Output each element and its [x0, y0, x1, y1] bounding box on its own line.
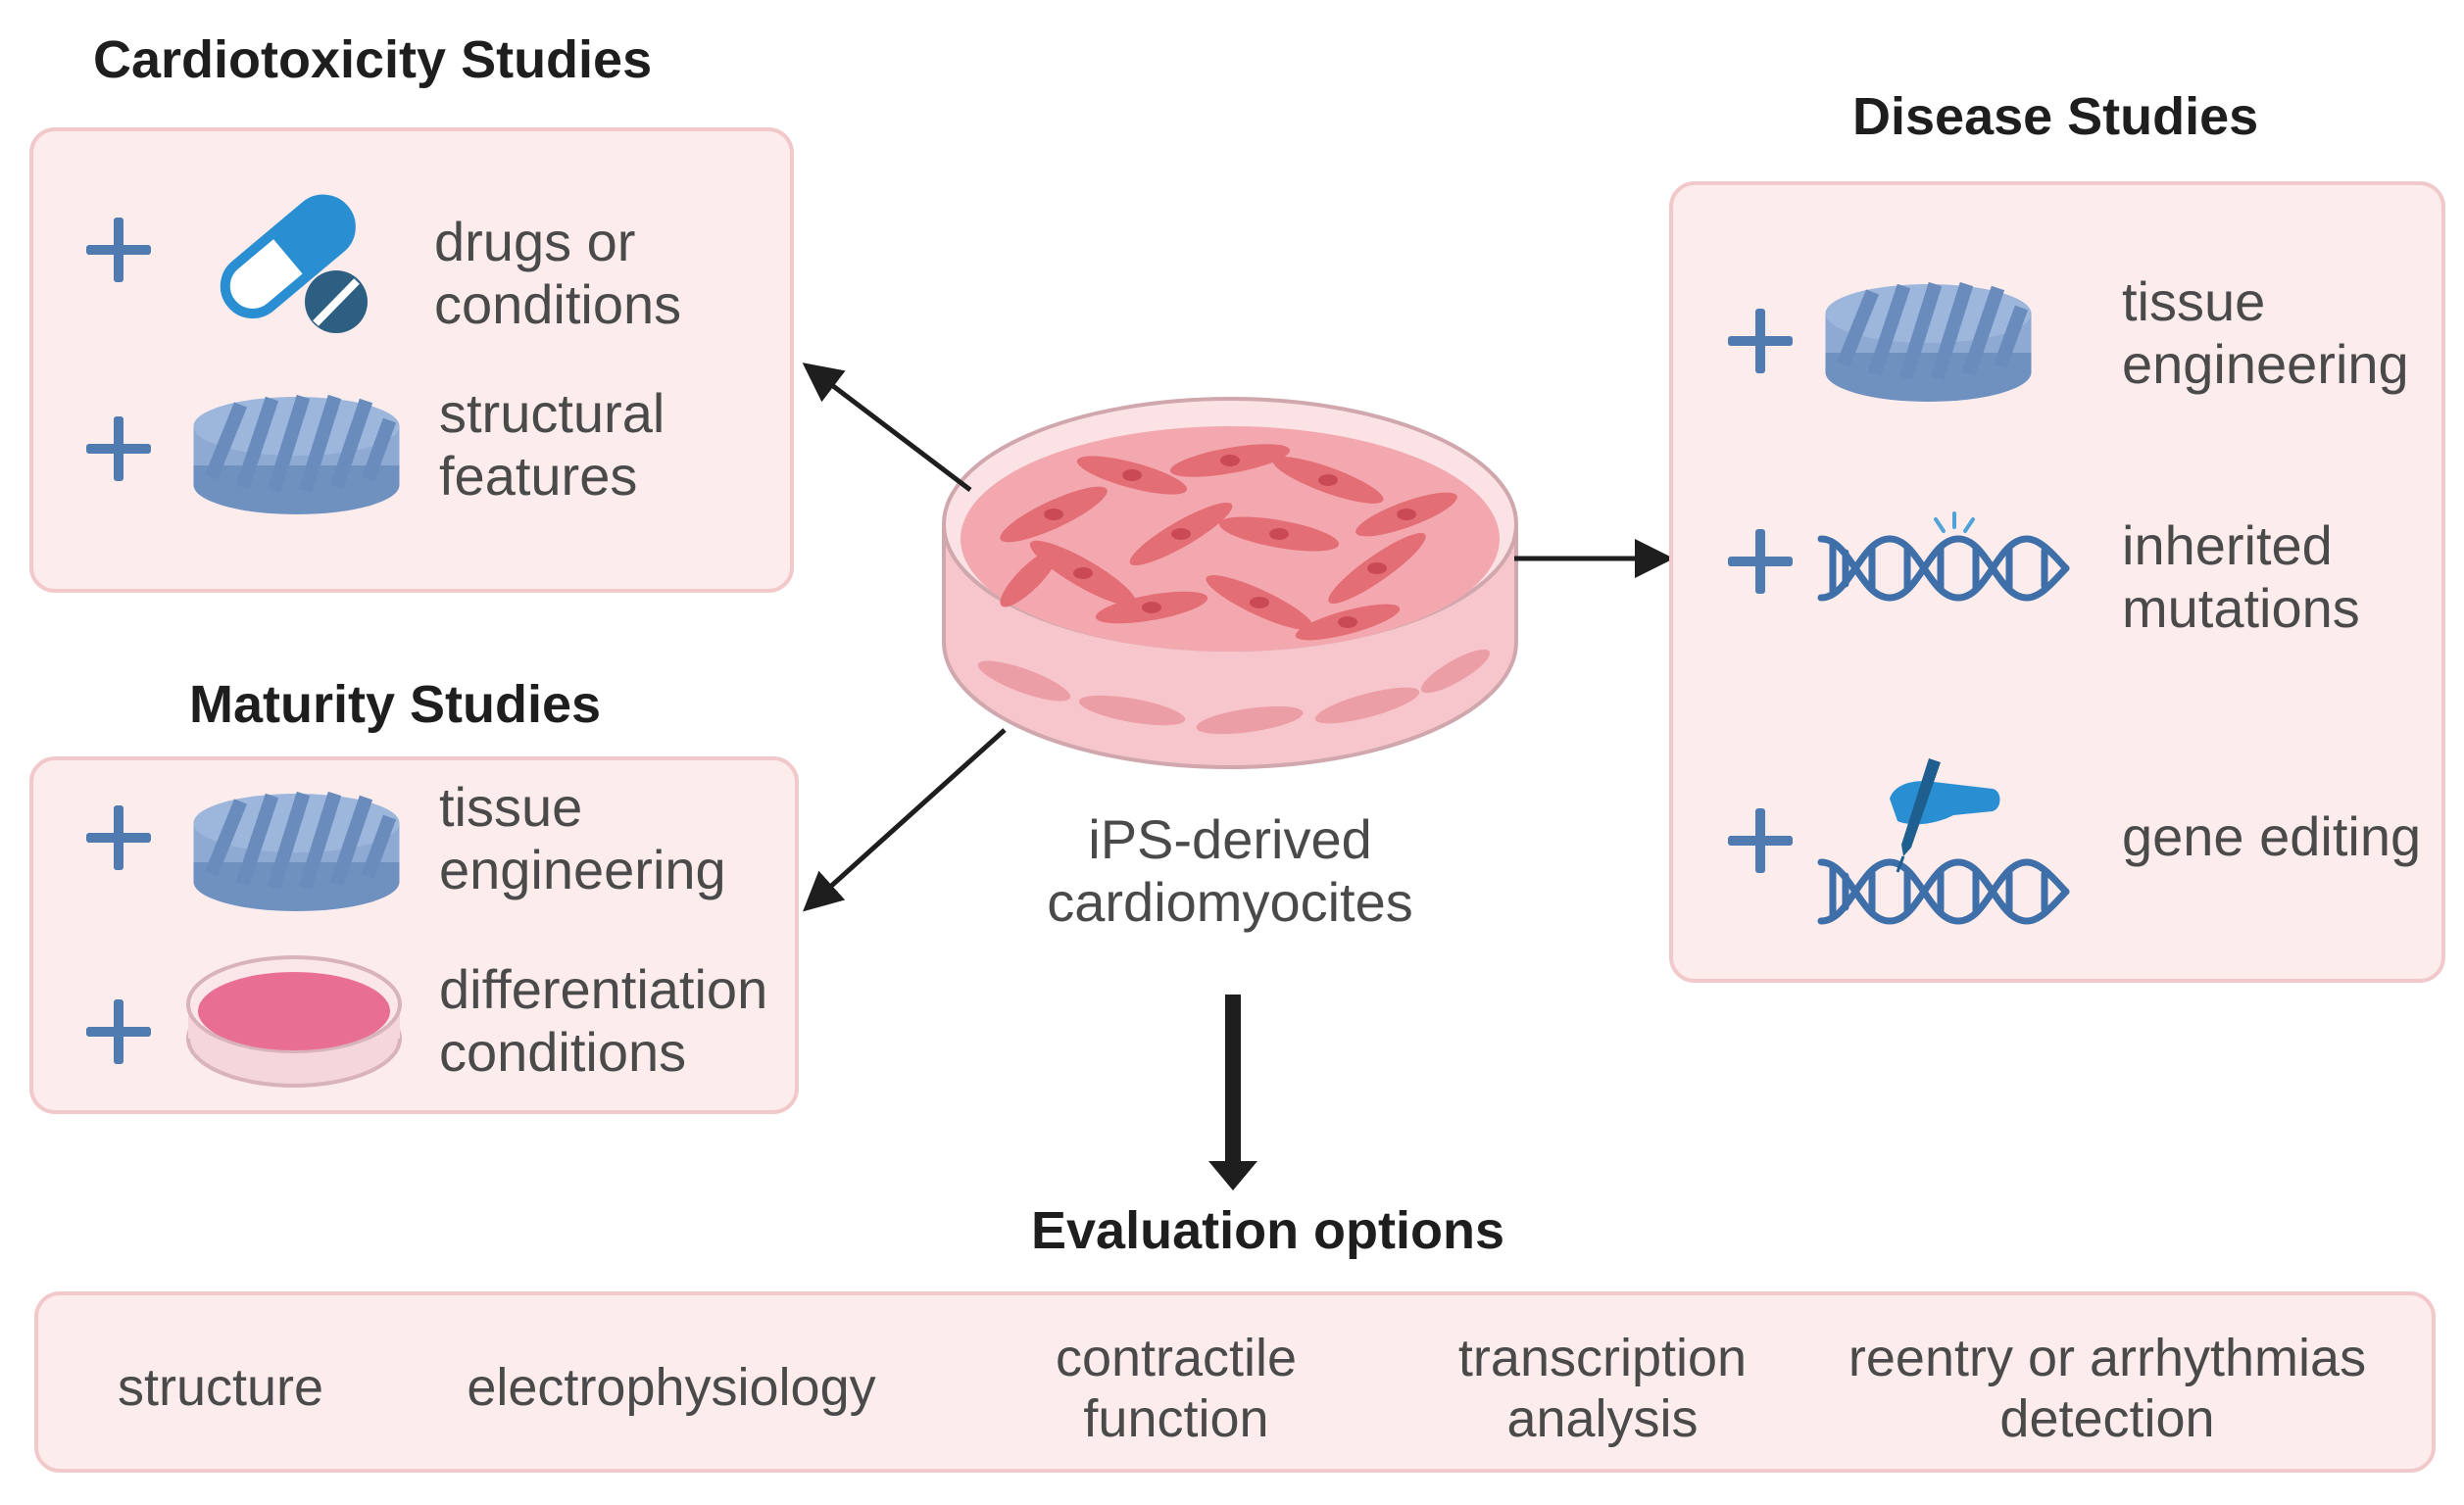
disease-item-label: inherited mutations [2122, 514, 2360, 639]
plus-icon [86, 805, 151, 870]
gene-editing-icon [1821, 758, 2071, 941]
plus-icon [86, 999, 151, 1064]
plus-icon [1728, 309, 1793, 373]
maturity-item-label: differentiation conditions [439, 958, 768, 1083]
capsule-pill-icon [220, 194, 368, 333]
plus-icon [1728, 808, 1793, 873]
maturity-box [29, 756, 799, 1114]
disease-item-label: tissue engineering [2122, 270, 2409, 395]
disease-title: Disease Studies [1852, 87, 2259, 146]
arrow-to-maturity [803, 728, 1007, 912]
cardiotoxicity-title: Cardiotoxicity Studies [93, 30, 653, 89]
plus-icon [1728, 529, 1793, 594]
petri-dish-icon [186, 955, 402, 1088]
plus-icon [86, 416, 151, 481]
petri-dish-cardiomyocytes-icon [942, 397, 1518, 769]
cardio-item-label: structural features [439, 382, 665, 507]
evaluation-item: transcription analysis [1457, 1329, 1748, 1448]
grooved-scaffold-icon [1823, 274, 2034, 407]
plus-icon [86, 218, 151, 282]
evaluation-item: contractile function [1055, 1329, 1298, 1448]
disease-item-label: gene editing [2122, 805, 2422, 867]
evaluation-item: reentry or arrhythmias detection [1848, 1329, 2367, 1448]
evaluation-title: Evaluation options [1031, 1201, 1505, 1260]
evaluation-item: electrophysiology [467, 1358, 876, 1417]
cardiotoxicity-box [29, 127, 794, 593]
arrow-to-cardiotoxicity [802, 363, 972, 492]
maturity-title: Maturity Studies [189, 675, 602, 734]
maturity-item-label: tissue engineering [439, 776, 726, 900]
center-label: iPS-derived cardiomyocites [1047, 808, 1413, 933]
arrow-to-evaluation-head [1208, 1161, 1257, 1190]
evaluation-item: structure [117, 1358, 324, 1417]
dna-mutation-icon [1821, 511, 2071, 610]
cardio-item-label: drugs or conditions [434, 211, 682, 335]
evaluation-box [34, 1291, 2436, 1473]
